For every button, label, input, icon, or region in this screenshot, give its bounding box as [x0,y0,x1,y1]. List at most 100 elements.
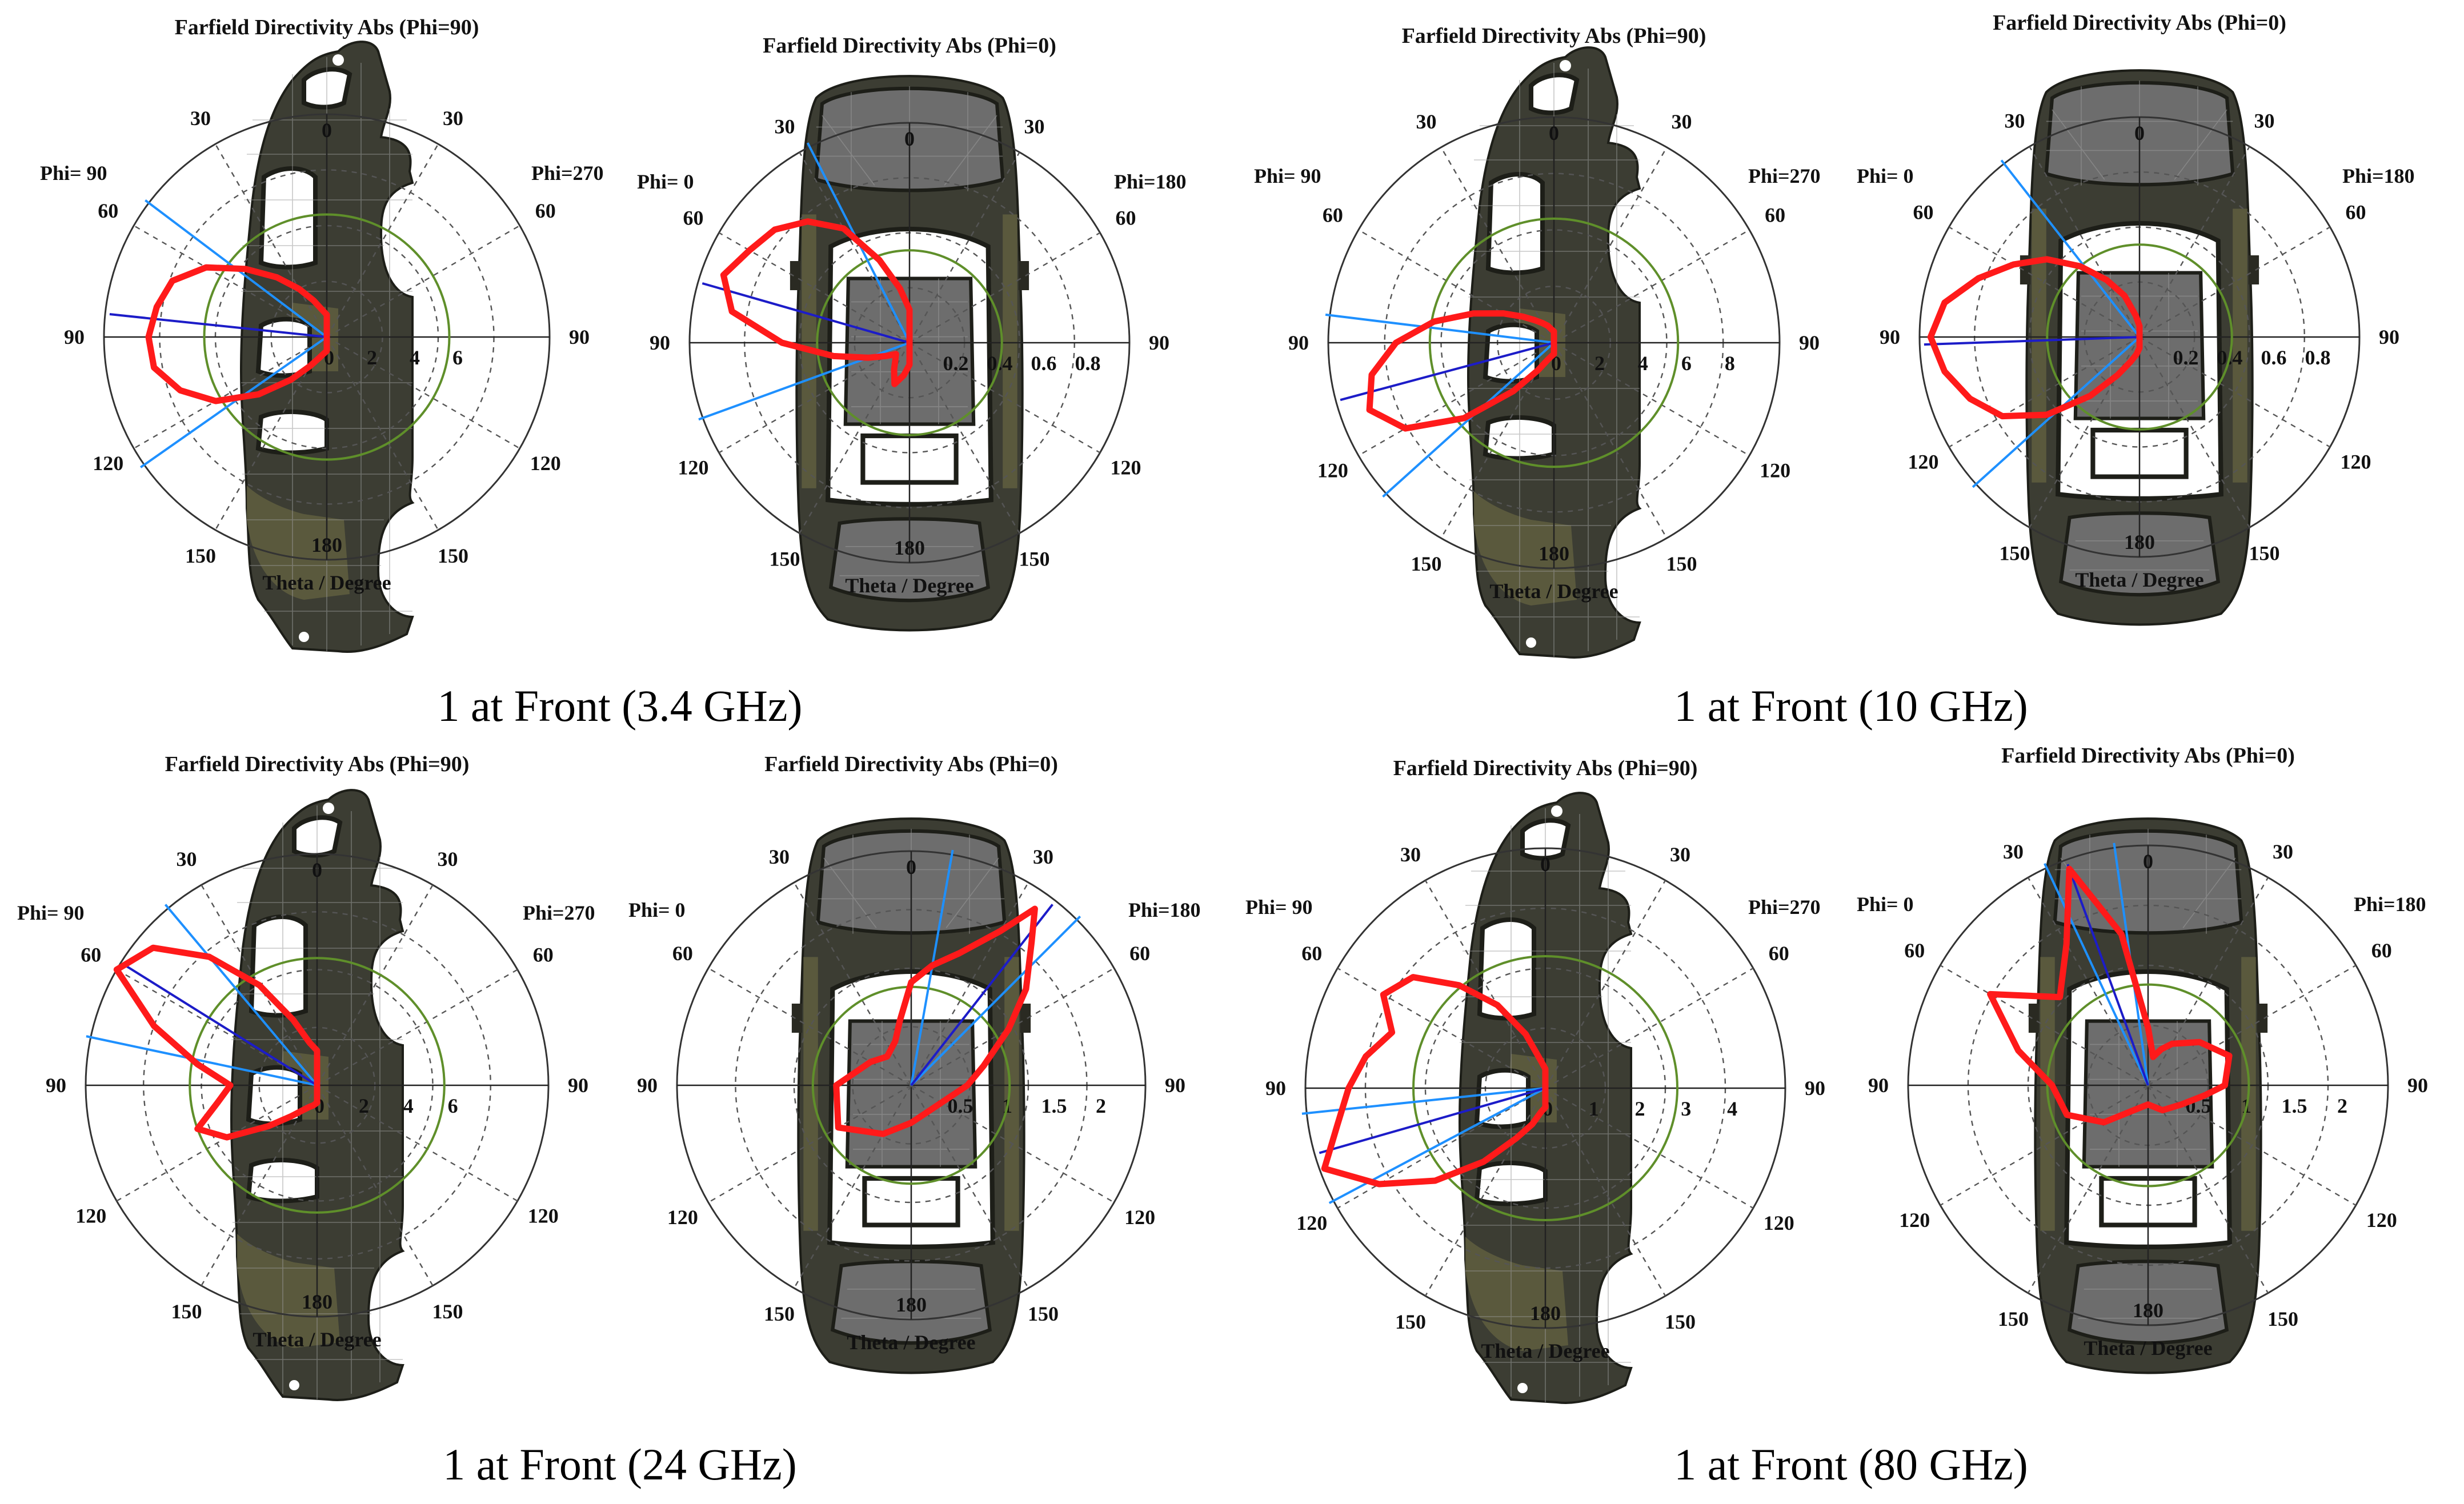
theta-label: 180 [311,534,342,556]
right-phi-label: Phi=270 [1748,165,1821,187]
theta-label: 60 [81,944,101,966]
beam-edge-line-2 [86,1035,318,1086]
r-tick-label: 0.8 [1075,352,1101,375]
spoke-30 [214,143,328,338]
theta-label: 120 [1764,1212,1794,1234]
theta-label: 120 [1296,1212,1327,1234]
r-tick-label: 0.2 [2173,346,2199,369]
spoke-330 [1553,147,1668,343]
right-phi-label: Phi=270 [531,162,604,185]
theta-label: 60 [98,199,118,222]
x-axis-label: Theta / Degree [1489,580,1618,603]
directivity-pattern [113,944,320,1141]
spoke-240 [2148,1084,2357,1206]
caption-3-4ghz: 1 at Front (3.4 GHz) [437,681,802,731]
theta-label: 180 [2124,531,2155,554]
theta-label: 180 [1539,542,1569,565]
theta-label: 120 [1899,1209,1930,1232]
theta-label: 150 [185,544,216,567]
theta-label: 180 [896,1293,927,1316]
theta-label: 180 [894,536,925,559]
theta-label: 120 [75,1205,106,1228]
left-phi-label: Phi= 0 [1857,165,1914,187]
theta-label: 120 [2366,1209,2397,1232]
main-lobe-line [124,964,318,1086]
theta-label: 30 [2254,110,2275,133]
spoke-150 [793,1085,912,1289]
spoke-150 [1440,342,1555,539]
theta-label: 30 [2273,840,2293,863]
spoke-330 [326,143,439,338]
reference-ring [1428,217,1680,468]
spoke-240 [316,1084,518,1202]
theta-label: 150 [171,1300,202,1323]
r-tick-label: 0.6 [2261,346,2287,369]
theta-label: 0 [312,859,322,881]
theta-label: 30 [769,845,790,868]
main-lobe-line [1319,1087,1546,1154]
x-axis-label: Theta / Degree [845,574,973,597]
theta-label: 30 [1416,110,1437,133]
theta-label: 90 [46,1074,66,1097]
right-phi-label: Phi=270 [1748,896,1821,919]
left-phi-label: Phi= 90 [1245,896,1313,919]
theta-label: 120 [530,452,561,475]
spoke-30 [793,882,912,1086]
beam-edge-line-1 [1325,313,1554,344]
theta-label: 90 [1165,1074,1185,1097]
spoke-120 [1337,1087,1546,1209]
r-tick-label: 6 [1681,352,1692,375]
theta-label: 30 [443,107,463,130]
theta-label: 90 [1880,326,1900,348]
spoke-210 [2147,1085,2269,1294]
spoke-60 [1940,964,2149,1086]
theta-label: 90 [1799,331,1820,354]
spoke-30 [2027,877,2149,1086]
chart-title: Farfield Directivity Abs (Phi=0) [764,752,1058,776]
r-tick-label: 4 [1638,352,1648,375]
r-tick-label: 2 [1635,1097,1645,1120]
caption-80ghz: 1 at Front (80 GHz) [1674,1439,2028,1489]
theta-label: 0 [1549,122,1559,145]
spoke-240 [326,336,520,450]
theta-label: 120 [1317,459,1348,482]
theta-label: 90 [650,331,670,354]
r-tick-label: 2 [2337,1094,2347,1117]
r-tick-label: 4 [403,1094,414,1117]
r-tick-label: 1.5 [2282,1094,2307,1117]
directivity-pattern [1321,974,1549,1188]
theta-label: 120 [667,1206,698,1229]
theta-label: 90 [1868,1074,1889,1097]
r-tick-label: 2 [1096,1094,1106,1117]
r-tick-label: 4 [410,346,420,369]
theta-label: 0 [904,127,915,150]
theta-label: 90 [1288,331,1309,354]
theta-label: 60 [533,944,554,966]
theta-label: 150 [2267,1308,2298,1330]
theta-label: 150 [438,544,468,567]
theta-label: 180 [1530,1302,1561,1325]
r-tick-label: 2 [1594,352,1605,375]
spoke-60 [1358,229,1554,344]
chart-title: Farfield Directivity Abs (Phi=90) [165,752,470,776]
spoke-120 [116,1084,318,1202]
r-tick-label: 0.8 [2305,346,2331,369]
theta-label: 120 [678,456,709,479]
spoke-60 [708,967,912,1086]
beam-edge-line-2 [139,336,328,468]
spoke-150 [214,336,328,531]
theta-label: 60 [1115,207,1136,230]
beam-edge-line-1 [164,904,318,1086]
theta-label: 150 [764,1302,795,1325]
theta-label: 90 [1149,331,1169,354]
reference-ring [2046,983,2250,1188]
spoke-30 [1424,880,1546,1089]
spoke-150 [1424,1088,1546,1297]
reference-ring [816,249,1003,436]
spoke-330 [910,882,1029,1086]
theta-label: 90 [2379,326,2399,348]
